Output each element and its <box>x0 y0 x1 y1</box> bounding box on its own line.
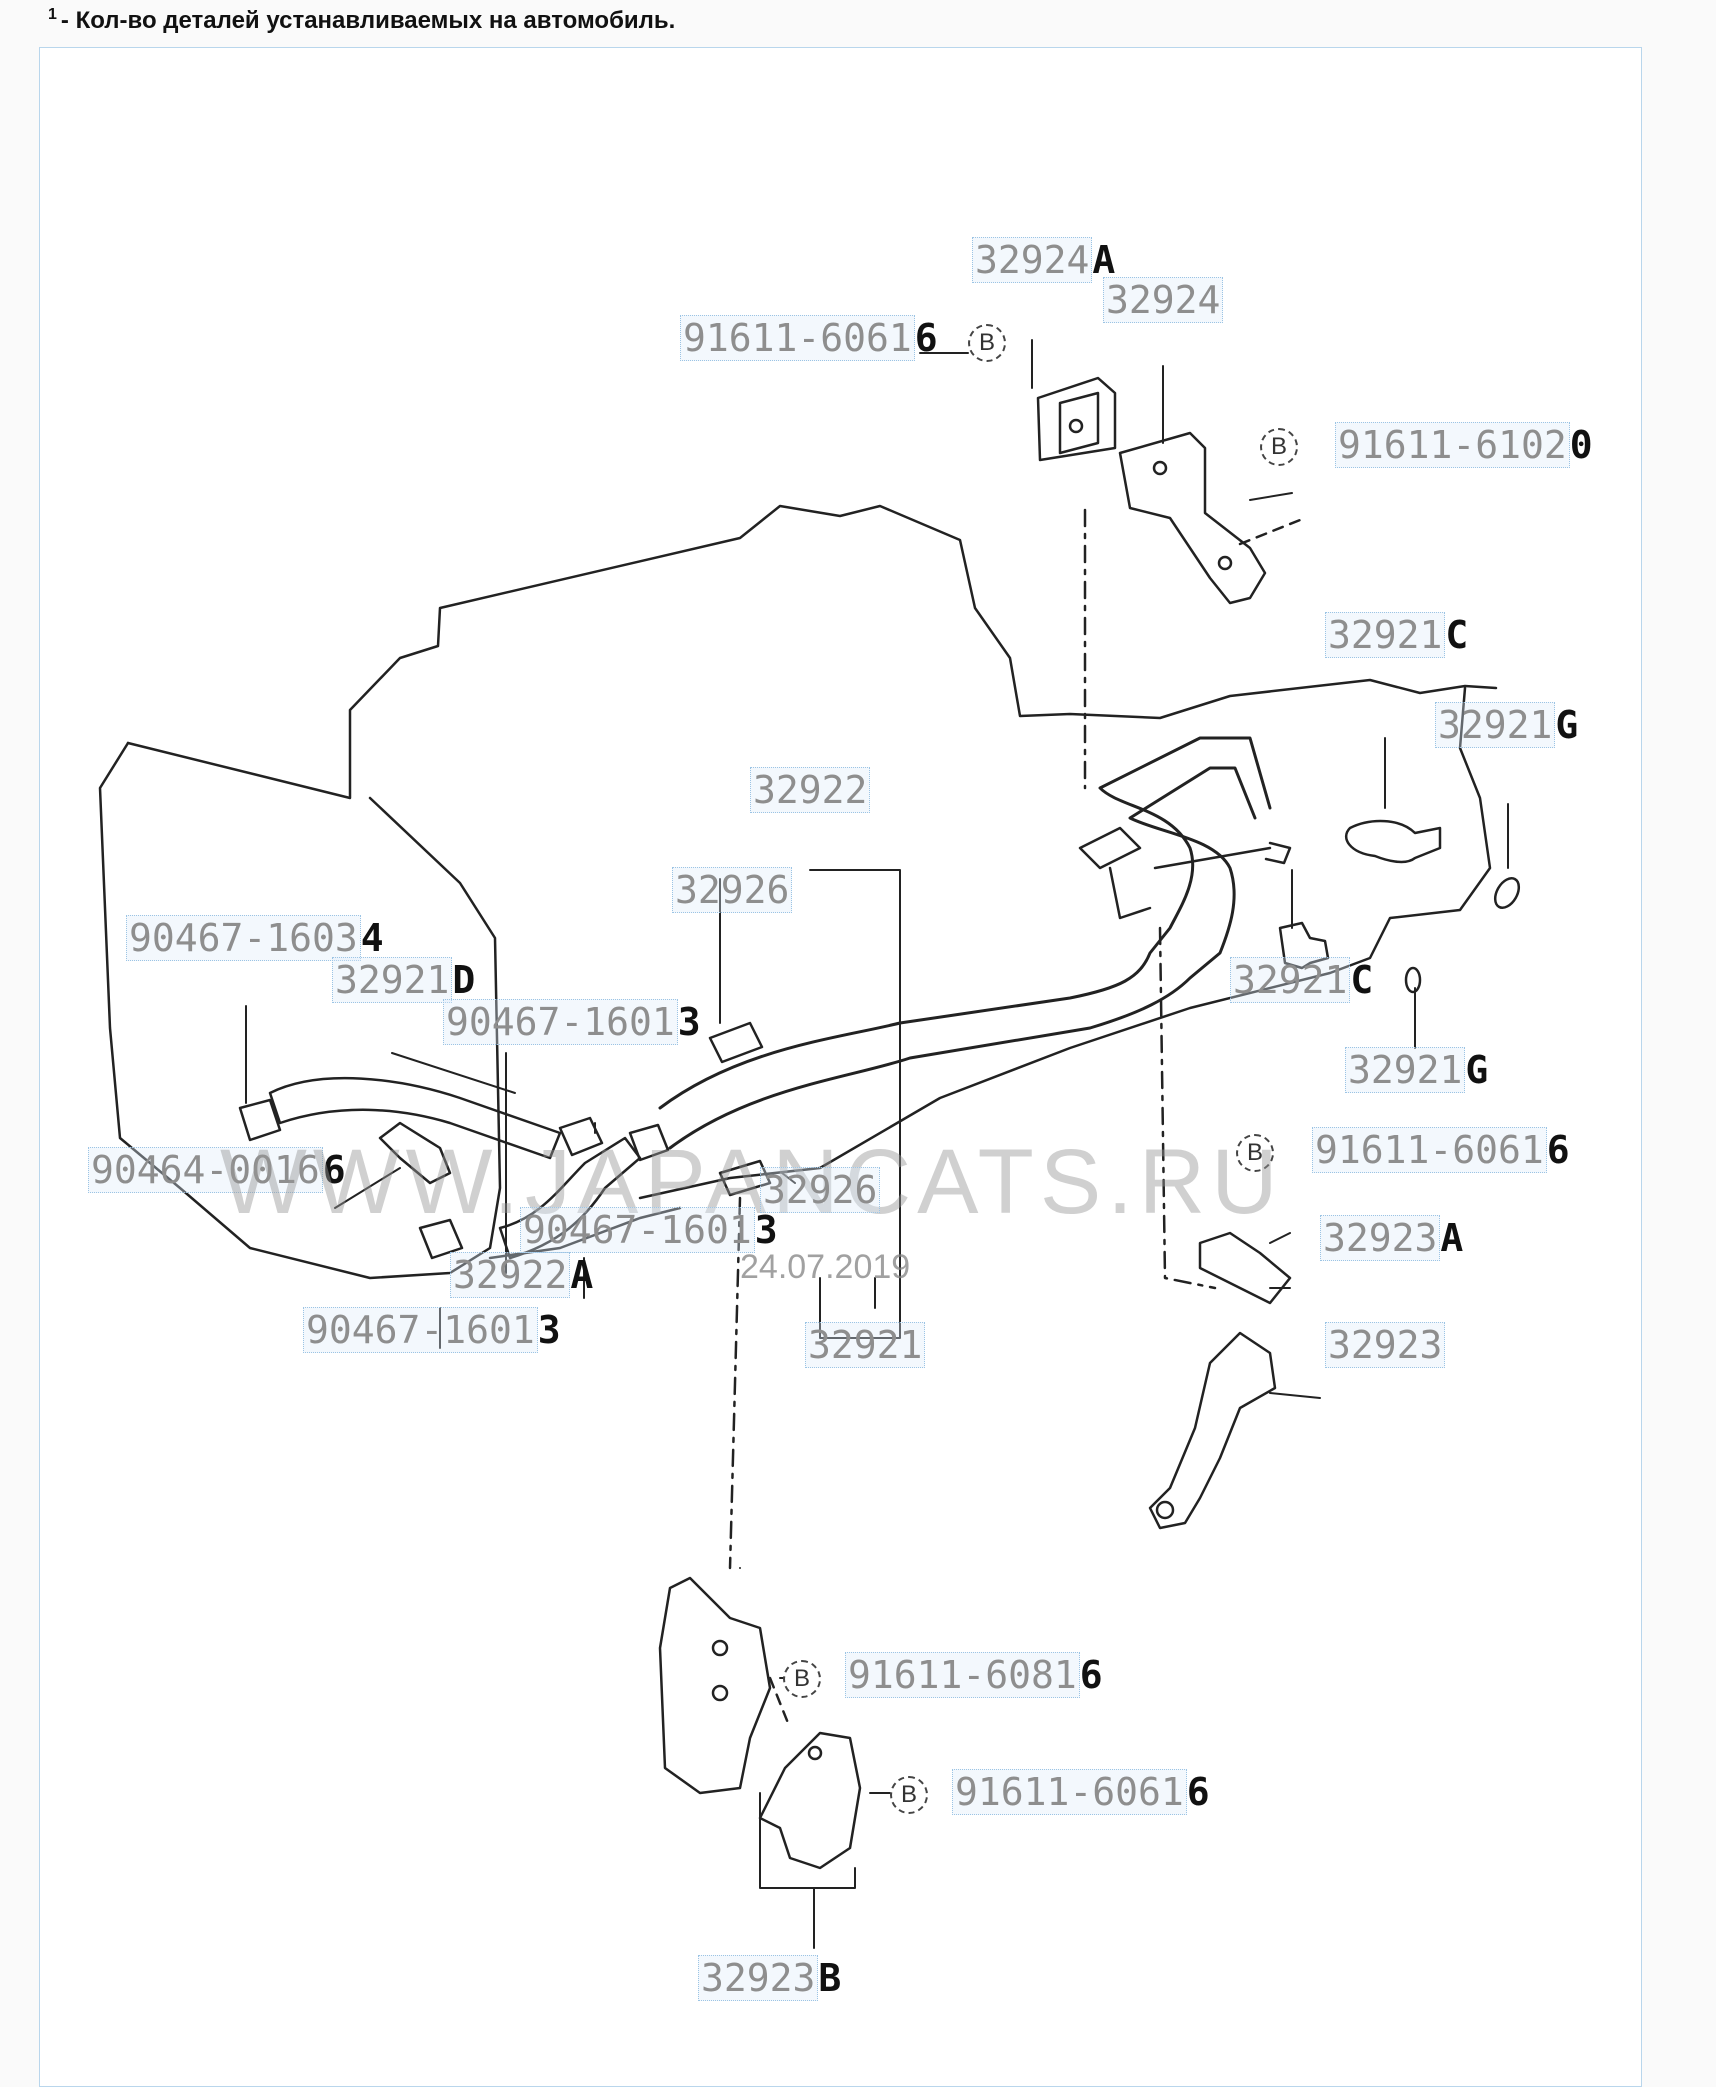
bracket-32924-hole-2 <box>1217 555 1233 571</box>
engine-outline <box>126 504 1498 800</box>
o-ring-32921g-lower <box>1404 966 1422 994</box>
bracket-32923b-clip-hole <box>807 1745 823 1761</box>
callout-91611-61020[interactable]: 91611-61020 <box>1335 422 1593 468</box>
callout-32924a[interactable]: 32924A <box>972 237 1115 283</box>
callout-32923b[interactable]: 32923B <box>698 1955 841 2001</box>
hose-32921d <box>268 1076 562 1160</box>
callout-32921g-top[interactable]: 32921G <box>1435 702 1578 748</box>
dashed-line-right <box>1158 926 1217 1290</box>
callout-90467-16013-mid[interactable]: 90467-16013 <box>520 1207 778 1253</box>
parts-diagram <box>98 339 1521 1949</box>
callout-90467-16013-top[interactable]: 90467-16013 <box>443 999 701 1045</box>
watermark: WWW.JAPANCATS.RU <box>220 1131 1284 1233</box>
callout-32926-top[interactable]: 32926 <box>672 867 793 913</box>
o-ring-32921g-upper <box>1493 877 1521 909</box>
engine-lower-outline <box>638 686 1492 1200</box>
bracket-32923 <box>1148 1331 1277 1530</box>
bolt-badge-b-5: B <box>890 1776 928 1814</box>
bracket-32923a <box>1198 1231 1292 1305</box>
pipe-lower <box>668 766 1257 1150</box>
bracket-32924-hole <box>1152 460 1168 476</box>
footnote-marker: 1 <box>48 6 57 23</box>
date-stamp: 24.07.2019 <box>740 1248 911 1286</box>
dashed-line-lower <box>728 1196 742 1570</box>
clip-90464-00166 <box>378 1121 452 1185</box>
callout-91611-60616-top[interactable]: 91611-60616 <box>680 315 938 361</box>
bolt-badge-b-1: B <box>968 324 1006 362</box>
callout-91611-60616-bottom[interactable]: 91611-60616 <box>952 1769 1210 1815</box>
callout-91611-60616-mid[interactable]: 91611-60616 <box>1312 1127 1570 1173</box>
clamp-90467-16034 <box>238 1098 282 1142</box>
transmission-outline <box>98 741 502 1280</box>
callout-32926-bottom[interactable]: 32926 <box>760 1167 881 1213</box>
callout-90467-16034[interactable]: 90467-16034 <box>126 915 384 961</box>
diagram-frame: 32924A 32924 91611-60616 B 91611-61020 B… <box>39 47 1642 2087</box>
callout-32921[interactable]: 32921 <box>805 1322 926 1368</box>
bolt-badge-b-3: B <box>1236 1134 1274 1172</box>
pipe-tube-right <box>1153 841 1292 870</box>
clamp-90467-16013-a <box>558 1116 604 1157</box>
clamp-90467-16013-c <box>418 1218 464 1260</box>
footnote-text: - Кол-во деталей устанавливаемых на авто… <box>60 7 676 34</box>
callout-32921d[interactable]: 32921D <box>332 957 475 1003</box>
elbow-32921c-upper <box>1344 819 1442 864</box>
bracket-32923b-main <box>658 1576 772 1795</box>
bolt-badge-b-2: B <box>1260 428 1298 466</box>
callout-32923[interactable]: 32923 <box>1325 1322 1446 1368</box>
callout-90464-00166[interactable]: 90464-00166 <box>88 1147 346 1193</box>
bracket-32924a <box>1036 376 1117 462</box>
fitting-32921c-lower <box>1278 921 1330 970</box>
hose-32922a <box>498 1136 642 1260</box>
bracket-32923-hole <box>1155 1500 1175 1520</box>
clamp-90467-16013-b <box>628 1123 670 1162</box>
bracket-32924 <box>1118 431 1267 605</box>
bracket-32923b-clip <box>758 1731 862 1870</box>
callout-32921c-top[interactable]: 32921C <box>1325 612 1468 658</box>
callout-32924[interactable]: 32924 <box>1103 277 1224 323</box>
callout-32922a[interactable]: 32922A <box>450 1252 593 1298</box>
callout-32922[interactable]: 32922 <box>750 767 871 813</box>
callout-32923a[interactable]: 32923A <box>1320 1215 1463 1261</box>
pipe-upper <box>658 736 1272 1110</box>
footnote: 1- Кол-во деталей устанавливаемых на авт… <box>48 6 675 35</box>
callout-32921g-mid[interactable]: 32921G <box>1345 1047 1488 1093</box>
callout-90467-16013-bottom[interactable]: 90467-16013 <box>303 1307 561 1353</box>
callout-91611-60816[interactable]: 91611-60816 <box>845 1652 1103 1698</box>
pipe-fitting <box>1078 826 1152 920</box>
callout-32921c-mid[interactable]: 32921C <box>1230 957 1373 1003</box>
sleeve-32926-upper <box>708 1021 764 1064</box>
bracket-32923b-hole-2 <box>711 1684 729 1702</box>
sleeve-32926-lower <box>718 1159 772 1197</box>
bolt-badge-b-4: B <box>783 1660 821 1698</box>
bracket-32924a-hole <box>1068 418 1084 434</box>
bracket-32923b-hole-1 <box>711 1639 729 1657</box>
dashed-line-bracket <box>768 1676 792 1730</box>
dashed-line-bolt <box>1238 516 1307 546</box>
